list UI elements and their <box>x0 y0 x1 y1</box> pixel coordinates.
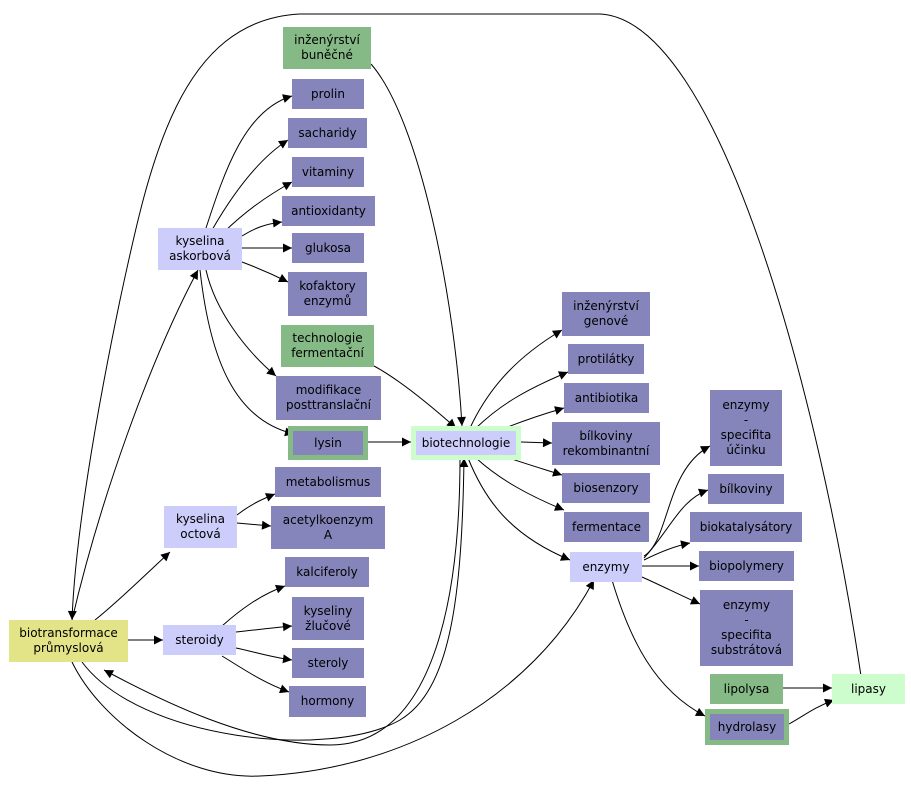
edge-enzymy-biokatalysatory <box>643 540 691 561</box>
node-sacharidy[interactable]: sacharidy <box>288 118 367 148</box>
edge-askorbova-kofaktory <box>241 261 289 283</box>
node-steroidy[interactable]: steroidy <box>163 625 236 655</box>
edge-biotransformace-askorbova <box>71 269 199 621</box>
edge-steroidy-steroly <box>235 647 293 664</box>
edge-bio-bilkoviny-rek <box>520 438 553 448</box>
node-inzenyrstvi-genove[interactable]: inženýrství genové <box>562 292 650 336</box>
node-biokatalysatory[interactable]: biokatalysátory <box>690 512 802 542</box>
edge-askorbova-antioxidanty <box>241 218 283 237</box>
node-antioxidanty[interactable]: antioxidanty <box>282 196 375 226</box>
node-biopolymery[interactable]: biopolymery <box>699 551 794 581</box>
edge-enzymy-bilkoviny <box>643 488 709 559</box>
node-enzymy-specifita-ucinku[interactable]: enzymy - specifita účinku <box>710 390 782 466</box>
node-kyselina-askorbova[interactable]: kyselina askorbová <box>158 228 242 270</box>
edge-octova-metabolismus <box>236 493 276 516</box>
node-kyselina-octova[interactable]: kyselina octová <box>164 506 237 548</box>
node-fermentace[interactable]: fermentace <box>564 512 649 542</box>
node-prolin[interactable]: prolin <box>292 79 364 109</box>
node-hydrolasy-label: hydrolasy <box>710 714 784 740</box>
edge-lipasy-biotransformace <box>67 13 862 677</box>
node-acetylkoenzym-a[interactable]: acetylkoenzym A <box>271 506 385 549</box>
node-lipasy[interactable]: lipasy <box>832 674 905 704</box>
node-hydrolasy[interactable]: hydrolasy <box>705 709 789 745</box>
edge-askorbova-prolin <box>205 94 293 229</box>
node-antibiotika[interactable]: antibiotika <box>564 383 649 413</box>
node-biotechnologie[interactable]: biotechnologie <box>411 426 521 460</box>
edge-askorbova-modifikace <box>205 269 277 377</box>
node-kalciferoly[interactable]: kalciferoly <box>285 557 369 587</box>
node-technologie-fermentacni[interactable]: technologie fermentační <box>281 325 374 367</box>
node-biotransformace-prumyslova[interactable]: biotransformace průmyslová <box>9 620 128 662</box>
node-inzenyrstvi-bunecne[interactable]: inženýrství buněčné <box>283 27 371 69</box>
edge-enzymy-substratova <box>641 576 701 605</box>
edge-enzymy-hydrolasy <box>611 579 706 717</box>
edge-bio-fermentace <box>475 457 565 511</box>
node-biotechnologie-label: biotechnologie <box>416 431 516 455</box>
edge-hydrolasy-lipasy <box>788 698 835 725</box>
node-steroly[interactable]: steroly <box>292 648 364 678</box>
edge-bio-genove <box>469 329 563 429</box>
node-hormony[interactable]: hormony <box>289 686 366 717</box>
edge-askorbova-lysin <box>199 269 295 437</box>
node-enzymy-specifita-substratova[interactable]: enzymy - specifita substrátová <box>700 590 793 666</box>
edge-technologie-biotechnologie <box>373 365 457 429</box>
edge-biotransformace-biotechnologie <box>81 457 469 741</box>
node-biosenzory[interactable]: biosenzory <box>562 473 650 503</box>
edge-steroidy-kalciferoly <box>221 584 286 627</box>
node-modifikace-posttranslacni[interactable]: modifikace posttranslační <box>276 376 381 420</box>
node-protilatky[interactable]: protilátky <box>568 344 644 374</box>
node-vitaminy[interactable]: vitaminy <box>292 157 364 187</box>
edge-bio-enzymy <box>467 457 571 561</box>
node-lipolysa[interactable]: lipolysa <box>710 674 783 704</box>
edge-askorbova-sacharidy <box>211 139 289 231</box>
edge-askorbova-vitaminy <box>223 181 293 233</box>
edge-bunecne-biotechnologie <box>370 63 466 427</box>
edge-bio-protilatky <box>475 371 569 429</box>
edge-biotransformace-octova <box>94 551 171 621</box>
node-enzymy[interactable]: enzymy <box>570 552 642 582</box>
node-bilkoviny[interactable]: bílkoviny <box>708 474 784 504</box>
node-lysin-label: lysin <box>293 431 363 455</box>
node-bilkoviny-rekombinantni[interactable]: bílkoviny rekombinantní <box>552 422 660 465</box>
node-kofaktory-enzymu[interactable]: kofaktory enzymů <box>288 272 367 316</box>
node-metabolismus[interactable]: metabolismus <box>275 467 381 497</box>
node-kyseliny-zlucove[interactable]: kyseliny žlučové <box>292 597 364 640</box>
edge-bio-biotransformace <box>103 457 461 746</box>
edge-biotransformace-enzymy <box>71 579 595 777</box>
edge-steroidy-kyseliny <box>235 622 293 633</box>
edge-steroidy-hormony <box>221 655 290 694</box>
node-lysin[interactable]: lysin <box>288 426 368 460</box>
edge-octova-acetylkoenzym <box>236 520 272 530</box>
node-glukosa[interactable]: glukosa <box>292 233 364 263</box>
